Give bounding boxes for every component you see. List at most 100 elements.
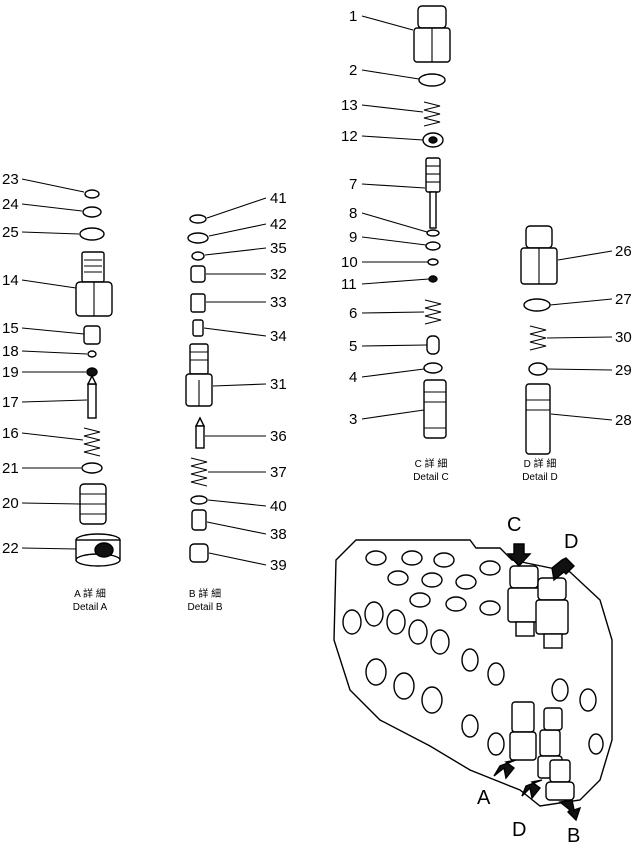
callout-29: 29	[615, 362, 632, 379]
part-25-oring	[79, 227, 105, 241]
callout-3: 3	[349, 411, 357, 428]
arrow-a	[493, 759, 517, 780]
callout-25: 25	[2, 224, 19, 241]
detail-a-group	[75, 189, 121, 567]
part-28-sleeve	[525, 383, 551, 455]
part-14-plug	[75, 251, 113, 317]
detail-d-caption: Detail D	[522, 472, 558, 483]
part-9-ring	[425, 241, 441, 251]
callout-16: 16	[2, 425, 19, 442]
cartridge-b	[545, 759, 575, 801]
detail-captions: A 詳 細 Detail A B 詳 細 Detail B C 詳 細 Deta…	[73, 457, 558, 613]
callout-28: 28	[615, 412, 632, 429]
callout-6: 6	[349, 305, 357, 322]
part-4-ring	[423, 362, 443, 374]
label-a: A	[477, 787, 491, 809]
part-26-cap	[520, 225, 558, 285]
part-13-spring	[423, 101, 441, 127]
part-41-oring	[189, 214, 207, 224]
callout-2: 2	[349, 62, 357, 79]
callout-36: 36	[270, 428, 287, 445]
callout-38: 38	[270, 526, 287, 543]
part-8-ring	[426, 229, 440, 237]
part-7-spool	[425, 157, 441, 229]
callout-34: 34	[270, 328, 287, 345]
callout-35: 35	[270, 240, 287, 257]
callout-41: 41	[270, 190, 287, 207]
detail-b-caption: Detail B	[187, 602, 222, 613]
label-d-bottom: D	[512, 819, 526, 841]
part-31-valve	[185, 343, 213, 407]
part-27-oring	[523, 298, 551, 312]
detail-a-caption: Detail A	[73, 602, 108, 613]
callout-40: 40	[270, 498, 287, 515]
callout-13: 13	[341, 97, 358, 114]
detail-c-group	[413, 5, 451, 439]
arrow-d-bottom	[521, 779, 543, 800]
callout-23: 23	[2, 171, 19, 188]
arrow-b	[558, 799, 582, 822]
label-d-top: D	[564, 531, 578, 553]
part-18-ring	[87, 350, 97, 358]
part-21-oring	[81, 462, 103, 474]
part-6-spring	[424, 299, 442, 325]
arrow-d-top	[551, 557, 575, 582]
part-2-oring	[418, 73, 446, 87]
callout-20: 20	[2, 495, 19, 512]
callout-labels: 23 24 25 14 15 18 19 17 16 21 20 22 41 4…	[2, 8, 632, 574]
part-16-spring	[83, 427, 101, 457]
top-bolt-holes	[365, 550, 501, 616]
callout-22: 22	[2, 540, 19, 557]
callout-11: 11	[341, 276, 357, 293]
detail-a-caption-jp: A 詳 細	[74, 587, 106, 600]
cartridge-a	[509, 701, 537, 761]
part-22-nut	[75, 533, 121, 567]
callout-18: 18	[2, 343, 19, 360]
callout-15: 15	[2, 320, 19, 337]
callout-9: 9	[349, 229, 357, 246]
callout-33: 33	[270, 294, 287, 311]
part-20-seat	[79, 483, 107, 525]
callout-26: 26	[615, 243, 632, 260]
label-b: B	[567, 825, 580, 844]
part-39-nut	[189, 543, 209, 563]
detail-d-group	[520, 225, 558, 455]
callout-8: 8	[349, 205, 357, 222]
detail-d-caption-jp: D 詳 細	[524, 457, 557, 470]
side-ports	[342, 601, 604, 756]
callout-12: 12	[341, 128, 358, 145]
part-33-spring	[190, 293, 206, 313]
part-11-ball	[428, 275, 438, 283]
detail-c-caption-jp: C 詳 細	[415, 457, 448, 470]
callout-5: 5	[349, 338, 357, 355]
cartridge-extra	[543, 707, 563, 731]
callout-39: 39	[270, 557, 287, 574]
callout-37: 37	[270, 464, 287, 481]
callout-32: 32	[270, 266, 287, 283]
callout-31: 31	[270, 376, 287, 393]
part-42-oring	[187, 232, 209, 244]
callout-14: 14	[2, 272, 19, 289]
part-36-pin	[194, 416, 206, 449]
part-38-plug	[191, 509, 207, 531]
part-23-oring	[84, 189, 100, 199]
part-5-poppet	[426, 335, 440, 355]
callout-24: 24	[2, 196, 19, 213]
part-24-oring	[82, 206, 102, 218]
part-34-spring	[192, 319, 204, 337]
callout-7: 7	[349, 176, 357, 193]
detail-c-caption: Detail C	[413, 472, 449, 483]
part-37-spring	[190, 457, 208, 487]
part-3-sleeve	[423, 379, 447, 439]
detail-b-group	[185, 214, 213, 563]
part-32-cap	[190, 265, 206, 283]
detail-b-caption-jp: B 詳 細	[189, 587, 221, 600]
assembly-arrows: C D A D B	[477, 514, 582, 844]
part-29-ring	[528, 362, 548, 376]
part-10-ring	[427, 258, 439, 266]
leader-lines	[21, 15, 613, 566]
valve-assembly	[333, 539, 613, 807]
part-12-washer	[422, 132, 444, 148]
cartridge-d	[535, 577, 569, 649]
